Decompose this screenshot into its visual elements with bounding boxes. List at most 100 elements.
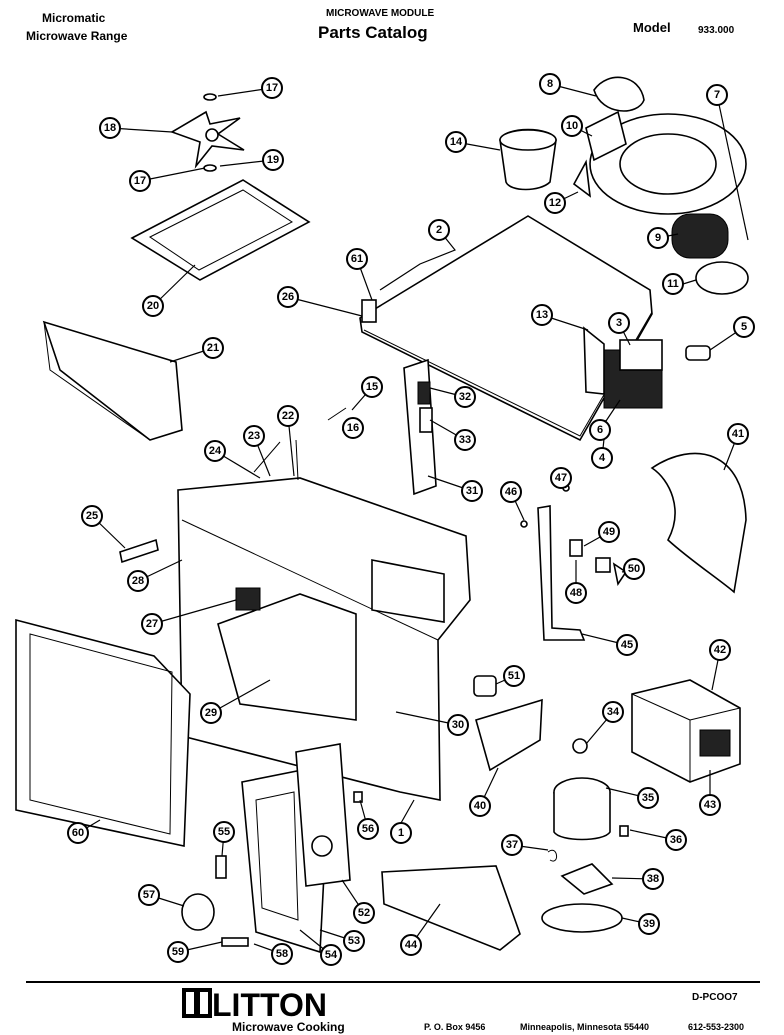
callout-15: 15: [361, 376, 383, 398]
callout-13: 13: [531, 304, 553, 326]
svg-text:17: 17: [134, 175, 146, 187]
svg-text:46: 46: [505, 486, 517, 498]
callout-58: 58: [271, 943, 293, 965]
svg-text:2: 2: [436, 224, 442, 236]
callout-16: 16: [342, 417, 364, 439]
callout-45: 45: [616, 634, 638, 656]
svg-text:36: 36: [670, 834, 682, 846]
phone-number: 612-553-2300: [688, 1022, 744, 1032]
callout-32: 32: [454, 386, 476, 408]
svg-text:47: 47: [555, 472, 567, 484]
svg-text:32: 32: [459, 391, 471, 403]
svg-text:13: 13: [536, 309, 548, 321]
litton-logo: LITTON Microwave Cooking: [182, 987, 345, 1034]
callout-21: 21: [202, 337, 224, 359]
callout-35: 35: [637, 787, 659, 809]
svg-text:38: 38: [647, 873, 659, 885]
svg-text:4: 4: [599, 452, 606, 464]
svg-text:37: 37: [506, 839, 518, 851]
svg-text:29: 29: [205, 707, 217, 719]
svg-text:45: 45: [621, 639, 633, 651]
svg-text:54: 54: [325, 949, 338, 961]
logo-subtitle: Microwave Cooking: [232, 1020, 345, 1034]
svg-text:26: 26: [282, 291, 294, 303]
logo-text: LITTON: [212, 987, 327, 1023]
svg-text:28: 28: [132, 575, 144, 587]
callout-17-bottom: 17: [129, 170, 151, 192]
callout-26: 26: [277, 286, 299, 308]
svg-text:17: 17: [266, 82, 278, 94]
svg-text:50: 50: [628, 563, 640, 575]
svg-text:27: 27: [146, 618, 158, 630]
callout-55: 55: [213, 821, 235, 843]
svg-text:24: 24: [209, 445, 222, 457]
svg-text:21: 21: [207, 342, 219, 354]
callout-24: 24: [204, 440, 226, 462]
model-label: Model: [633, 20, 671, 35]
callout-39: 39: [638, 913, 660, 935]
svg-text:11: 11: [667, 278, 679, 290]
callout-4: 4: [591, 447, 613, 469]
svg-text:6: 6: [597, 424, 603, 436]
svg-text:57: 57: [143, 889, 155, 901]
callout-25: 25: [81, 505, 103, 527]
callout-44: 44: [400, 934, 422, 956]
svg-text:25: 25: [86, 510, 98, 522]
callout-2: 2: [428, 219, 450, 241]
callout-5: 5: [733, 316, 755, 338]
callout-47: 47: [550, 467, 572, 489]
callout-6: 6: [589, 419, 611, 441]
callout-48: 48: [565, 582, 587, 604]
callout-50: 50: [623, 558, 645, 580]
callout-28: 28: [127, 570, 149, 592]
module-title: MICROWAVE MODULE: [326, 8, 434, 19]
callout-59: 59: [167, 941, 189, 963]
callout-18: 18: [99, 117, 121, 139]
svg-text:20: 20: [147, 300, 159, 312]
callout-11: 11: [662, 273, 684, 295]
callout-17-top: 17: [261, 77, 283, 99]
catalog-title: Parts Catalog: [318, 23, 428, 42]
svg-text:10: 10: [566, 120, 578, 132]
callout-51: 51: [503, 665, 525, 687]
svg-text:61: 61: [351, 253, 363, 265]
svg-text:40: 40: [474, 800, 486, 812]
callout-10: 10: [561, 115, 583, 137]
callout-20: 20: [142, 295, 164, 317]
callout-54: 54: [320, 944, 342, 966]
svg-text:34: 34: [607, 706, 620, 718]
svg-text:23: 23: [248, 430, 260, 442]
svg-text:59: 59: [172, 946, 184, 958]
callout-3: 3: [608, 312, 630, 334]
callout-61: 61: [346, 248, 368, 270]
callout-56: 56: [357, 818, 379, 840]
callout-9: 9: [647, 227, 669, 249]
callout-38: 38: [642, 868, 664, 890]
svg-text:43: 43: [704, 799, 716, 811]
callout-53: 53: [343, 930, 365, 952]
svg-text:48: 48: [570, 587, 582, 599]
callout-36: 36: [665, 829, 687, 851]
callout-1: 1: [390, 822, 412, 844]
callout-29: 29: [200, 702, 222, 724]
document-code: D-PCOO7: [692, 992, 738, 1003]
brand-line-2: Microwave Range: [26, 29, 128, 43]
callout-30: 30: [447, 714, 469, 736]
callout-34: 34: [602, 701, 624, 723]
svg-text:41: 41: [732, 428, 744, 440]
callout-60: 60: [67, 822, 89, 844]
svg-text:7: 7: [714, 89, 720, 101]
svg-text:8: 8: [547, 78, 553, 90]
callout-14: 14: [445, 131, 467, 153]
callout-52: 52: [353, 902, 375, 924]
svg-text:9: 9: [655, 232, 661, 244]
brand-line-1: Micromatic: [42, 11, 106, 25]
svg-text:14: 14: [450, 136, 463, 148]
svg-text:12: 12: [549, 197, 561, 209]
svg-text:53: 53: [348, 935, 360, 947]
svg-text:22: 22: [282, 410, 294, 422]
svg-text:31: 31: [466, 485, 478, 497]
svg-text:19: 19: [267, 154, 279, 166]
callout-27: 27: [141, 613, 163, 635]
